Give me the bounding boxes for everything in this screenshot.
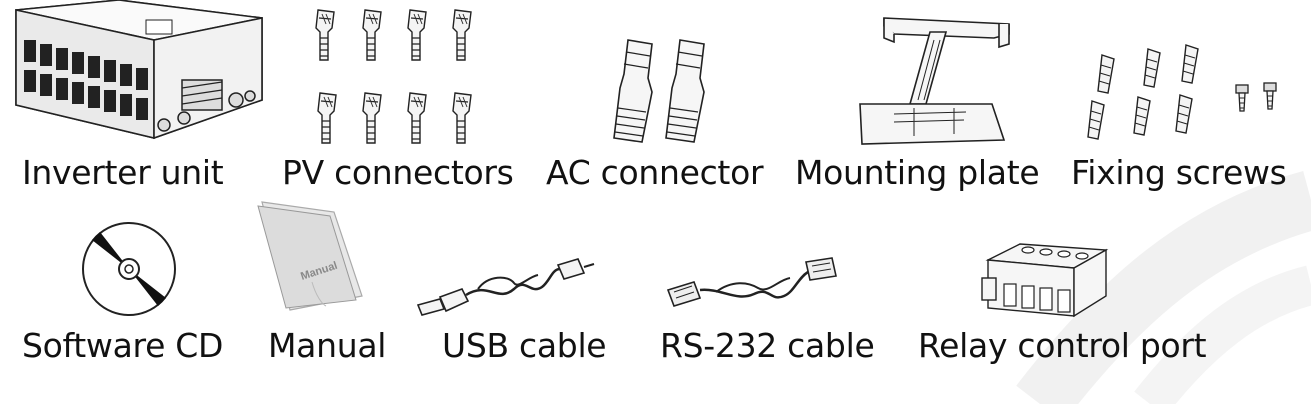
accessory-pv-connectors: PV connectors (280, 0, 540, 200)
accessory-mounting-plate: Mounting plate (780, 0, 1050, 200)
label-rs232-cable: RS-232 cable (660, 326, 875, 365)
accessory-ac-connector: AC connector (540, 0, 780, 200)
cd-icon (80, 220, 178, 318)
accessory-usb-cable: USB cable (410, 200, 630, 404)
label-usb-cable: USB cable (442, 326, 607, 365)
ac-connector-icon (608, 38, 718, 148)
pv-connector-icon (308, 8, 508, 153)
label-software-cd: Software CD (22, 326, 224, 365)
label-relay-control-port: Relay control port (918, 326, 1207, 365)
label-ac-connector: AC connector (546, 153, 764, 192)
accessory-manual: Manual Manual (250, 200, 410, 404)
rs232-cable-icon (666, 257, 846, 318)
manual-icon: Manual (256, 200, 366, 311)
usb-cable-icon (416, 255, 598, 325)
label-mounting-plate: Mounting plate (795, 153, 1040, 192)
accessory-fixing-screws: Fixing screws (1050, 0, 1311, 200)
mounting-plate-icon (854, 12, 1014, 147)
accessory-rs232-cable: RS-232 cable (630, 200, 910, 404)
accessory-software-cd: Software CD (0, 200, 250, 404)
label-pv-connectors: PV connectors (282, 153, 514, 192)
accessory-relay-control-port: Relay control port (910, 200, 1210, 404)
accessory-inverter: Inverter unit (0, 0, 280, 200)
screw-icon (1086, 44, 1286, 155)
inverter-icon (14, 0, 264, 145)
label-fixing-screws: Fixing screws (1071, 153, 1287, 192)
relay-port-icon (981, 238, 1112, 322)
label-manual: Manual (268, 326, 387, 365)
label-inverter: Inverter unit (22, 153, 224, 192)
